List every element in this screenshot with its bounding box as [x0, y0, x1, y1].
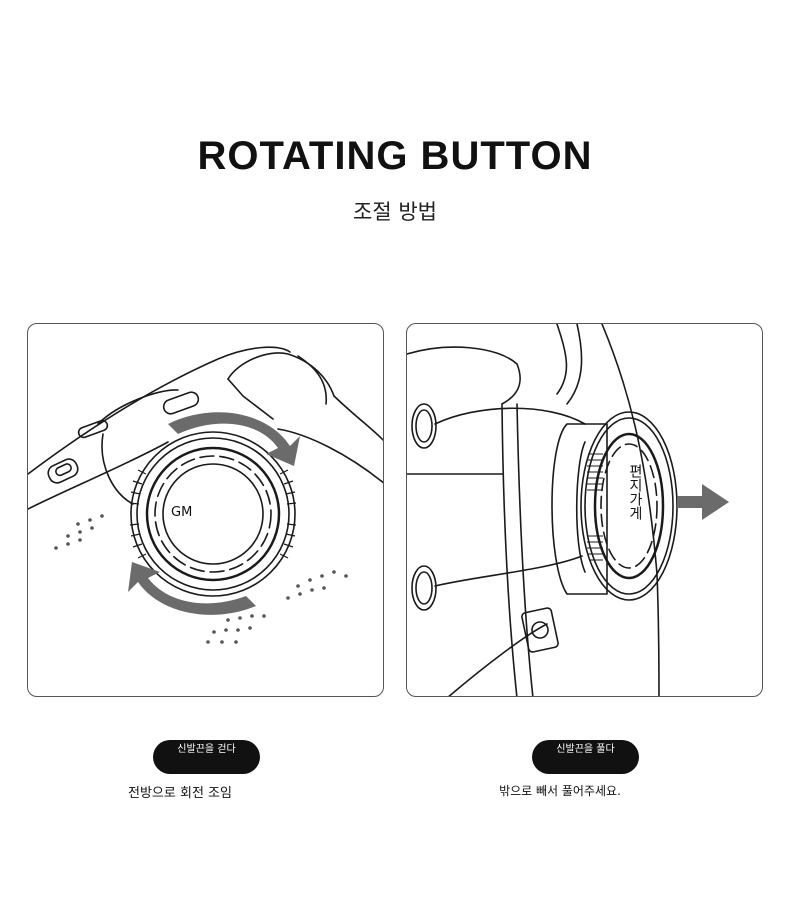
page-subtitle: 조절 방법: [353, 200, 437, 224]
tighten-caption: 전방으로 회전 조임: [128, 786, 232, 801]
dial-label: 편지가게: [627, 464, 643, 520]
loosen-caption: 밖으로 빼서 풀어주세요.: [499, 784, 621, 798]
tighten-illustration: GM: [28, 346, 383, 644]
rotate-arrow-icon: [128, 562, 256, 615]
rotate-arrow-icon: [168, 412, 300, 466]
pull-arrow-icon: [677, 484, 729, 520]
tighten-illustration-panel: GM: [27, 323, 384, 697]
loosen-illustration: 편지가게: [407, 324, 729, 696]
loosen-badge: 신발끈을 풀다: [532, 740, 639, 774]
page-title: ROTATING BUTTON: [197, 134, 593, 178]
loosen-illustration-panel: 편지가게: [406, 323, 763, 697]
dial-label: GM: [171, 505, 192, 520]
tighten-badge: 신발끈을 걷다: [153, 740, 260, 774]
